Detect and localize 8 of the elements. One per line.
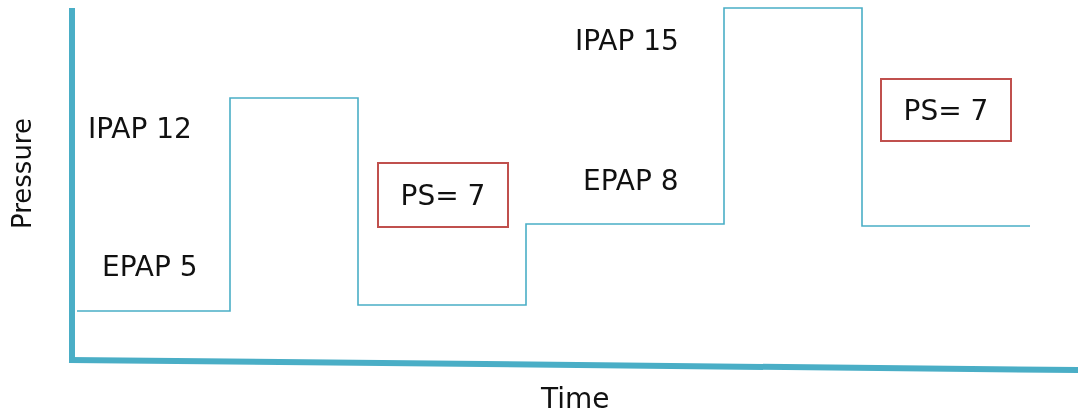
axis-title: Pressure <box>8 118 37 230</box>
value-box: PS= 7 <box>377 162 509 228</box>
axis-title: Time <box>541 384 610 415</box>
pressure-label: EPAP 5 <box>102 252 198 283</box>
pressure-label: IPAP 15 <box>575 26 679 57</box>
value-box: PS= 7 <box>880 78 1012 142</box>
pressure-label: EPAP 8 <box>583 166 679 197</box>
pressure-label: IPAP 12 <box>88 114 192 145</box>
